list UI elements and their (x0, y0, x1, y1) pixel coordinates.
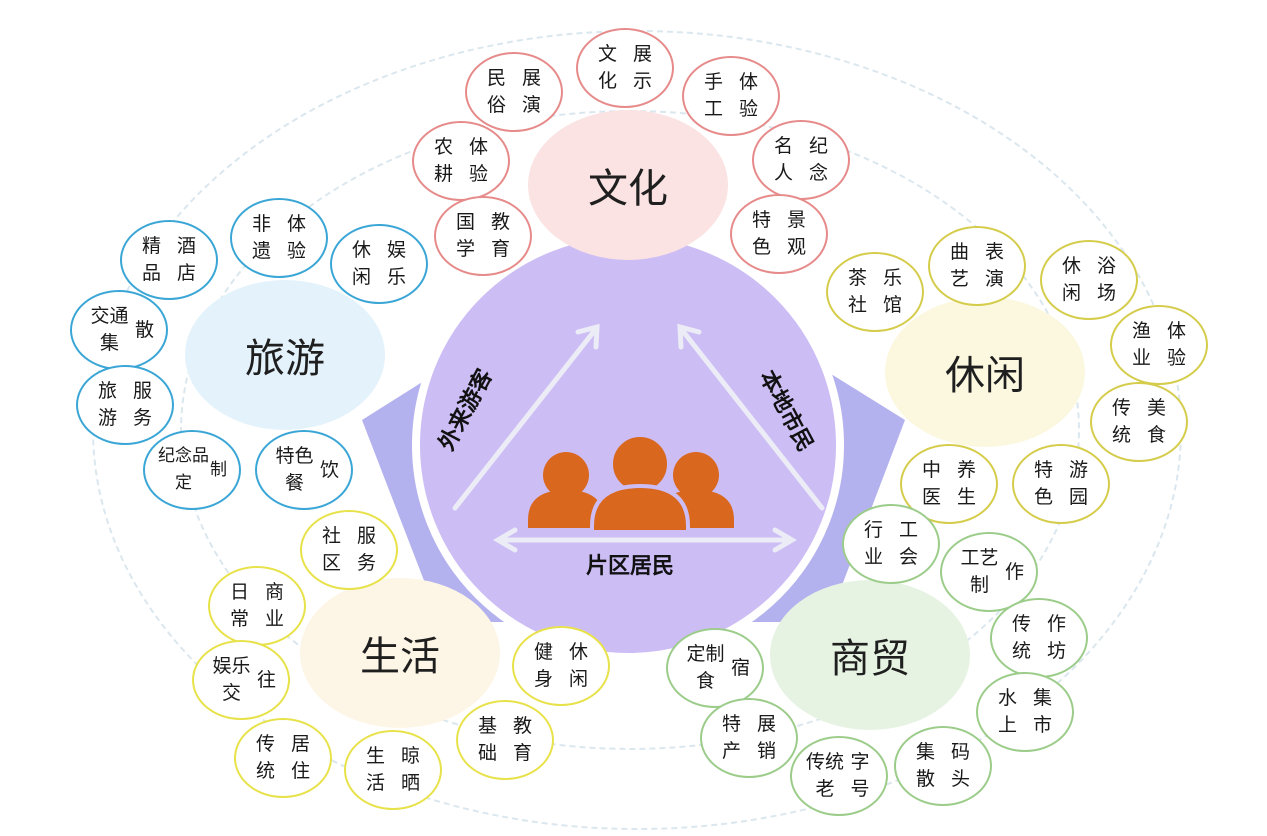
leisure-item: 传统美食 (1090, 382, 1188, 462)
culture-item: 文化展示 (576, 28, 674, 108)
life-item: 娱乐 交往 (192, 640, 290, 720)
tourism-item: 旅游服务 (76, 365, 174, 445)
commerce-item: 传统老字号 (790, 736, 888, 816)
commerce-item: 水上集市 (976, 672, 1074, 752)
commerce-item: 定制 食宿 (666, 628, 764, 708)
core-label-residents: 片区居民 (586, 554, 675, 579)
hub-life: 生活 (300, 578, 500, 728)
life-item: 生活晾晒 (344, 730, 442, 810)
life-item: 社区服务 (300, 510, 398, 590)
commerce-item: 传统作坊 (990, 598, 1088, 678)
commerce-item: 集散码头 (894, 726, 992, 806)
tourism-item: 纪念品定制 (143, 430, 241, 510)
leisure-item: 曲艺表演 (928, 226, 1026, 306)
culture-item: 名人纪念 (752, 120, 850, 200)
flow-arrows (452, 323, 825, 553)
tourism-item: 特色 餐饮 (255, 430, 353, 510)
people-icon (528, 433, 734, 534)
culture-item: 国学教育 (434, 196, 532, 276)
hub-leisure: 休闲 (885, 297, 1085, 447)
culture-item: 民俗展演 (465, 52, 563, 132)
leisure-item: 特色游园 (1012, 444, 1110, 524)
hub-commerce: 商贸 (770, 580, 970, 730)
tourism-item: 非遗体验 (230, 198, 328, 278)
tourism-item: 交通 集散 (70, 290, 168, 370)
leisure-item: 休闲浴场 (1040, 240, 1138, 320)
hub-tourism: 旅游 (185, 280, 385, 430)
culture-item: 特色景观 (730, 194, 828, 274)
tourism-item: 休闲娱乐 (330, 224, 428, 304)
leisure-item: 茶社乐馆 (826, 252, 924, 332)
commerce-item: 行业工会 (842, 504, 940, 584)
life-item: 传统居住 (234, 718, 332, 798)
hub-culture: 文化 (528, 110, 728, 260)
life-item: 基础教育 (456, 700, 554, 780)
life-item: 健身休闲 (512, 626, 610, 706)
culture-item: 农耕体验 (412, 121, 510, 201)
commerce-item: 工艺 制作 (940, 532, 1038, 612)
life-item: 日常商业 (208, 566, 306, 646)
tourism-item: 精品酒店 (120, 220, 218, 300)
culture-item: 手工体验 (682, 56, 780, 136)
commerce-item: 特产展销 (700, 698, 798, 778)
leisure-item: 渔业体验 (1110, 305, 1208, 385)
